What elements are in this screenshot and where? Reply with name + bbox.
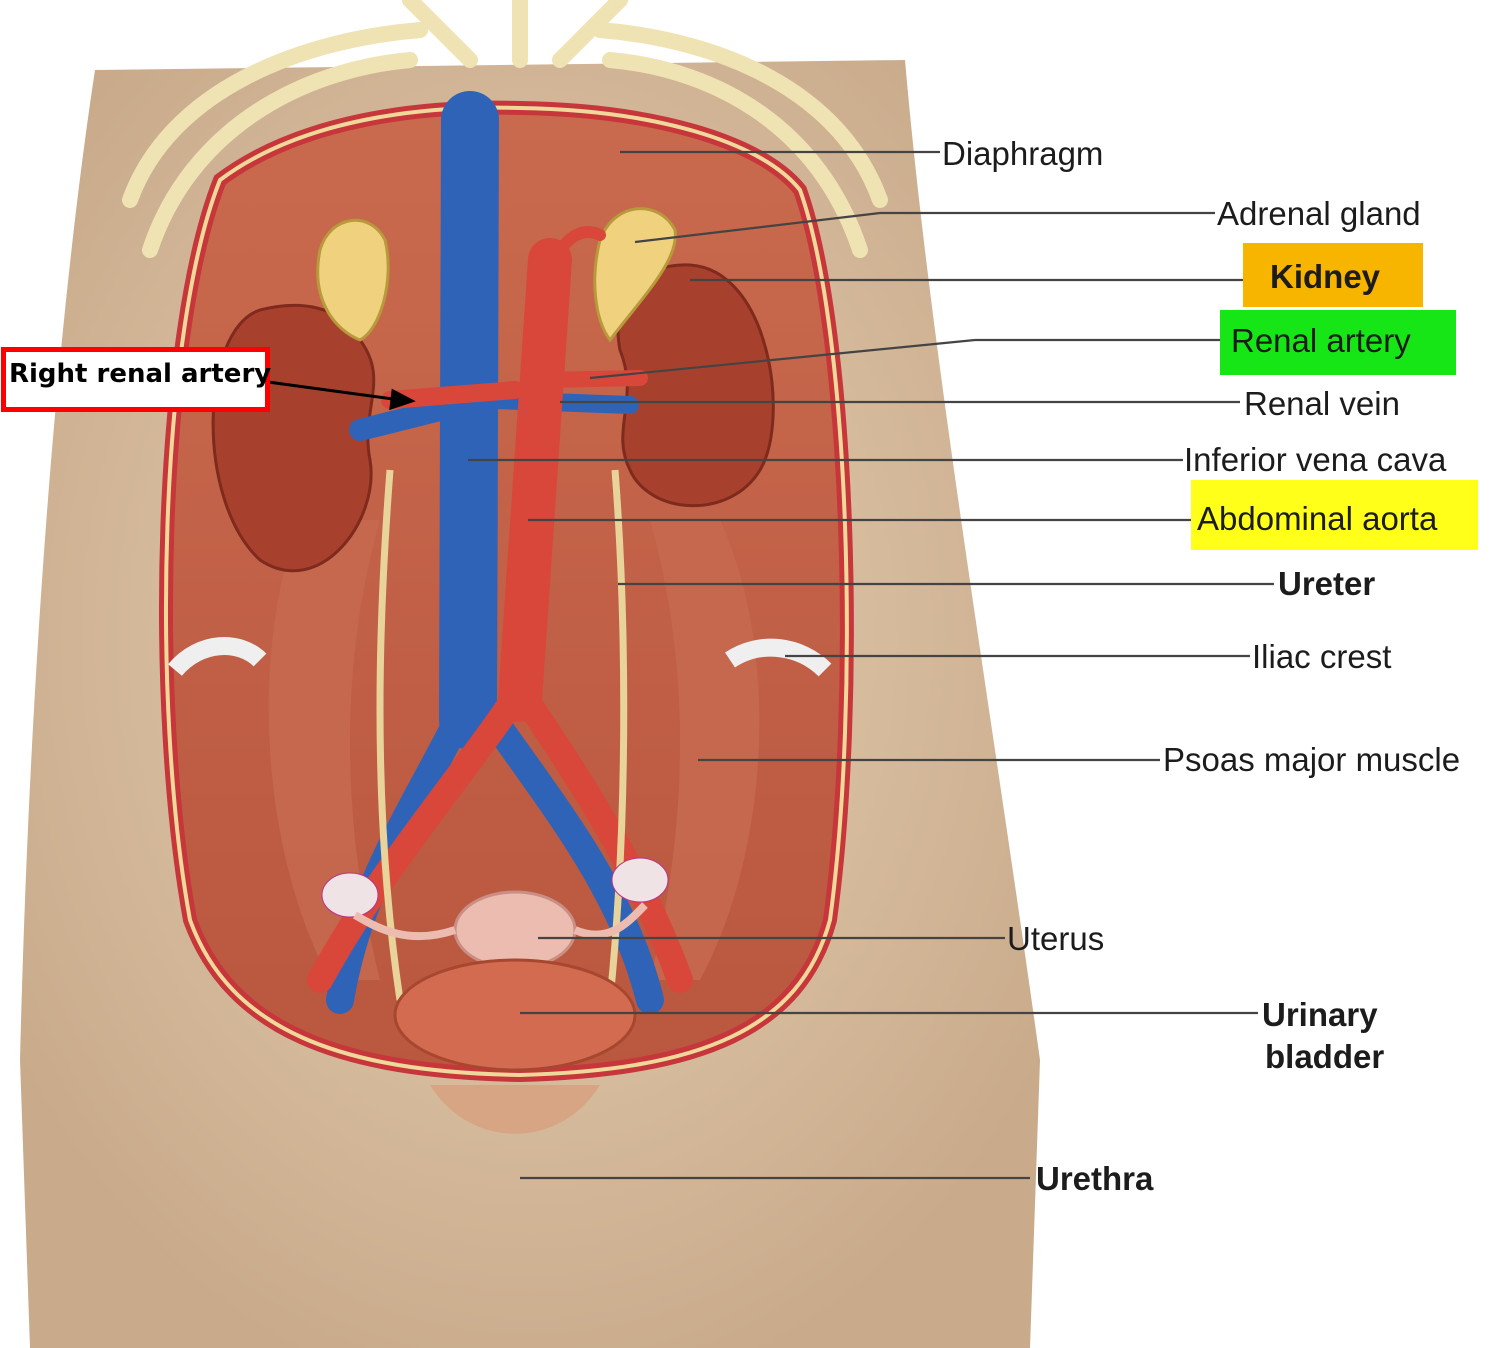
ureters (376, 469, 628, 1001)
label-renal-vein: Renal vein (1244, 385, 1400, 422)
label-inferior-vena-cava: Inferior vena cava (1184, 441, 1447, 478)
abdominal-aorta-highlight (1191, 480, 1478, 550)
adrenal-right (316, 218, 390, 342)
leader-lines (468, 150, 1274, 1180)
label-ureter: Ureter (1278, 565, 1376, 602)
kidney-highlight (1243, 243, 1423, 307)
label-diaphragm: Diaphragm (942, 135, 1104, 172)
label-urinary-bladder-line1: Urinary (1262, 996, 1378, 1033)
uterus (453, 890, 577, 970)
urinary-bladder (393, 958, 637, 1072)
label-iliac-crest: Iliac crest (1252, 638, 1392, 675)
label-kidney: Kidney (1270, 258, 1381, 295)
renal-artery-highlight (1220, 310, 1456, 375)
arterial-system (307, 226, 693, 993)
callout-right-renal-artery: Right renal artery (9, 359, 272, 389)
rib-cage (122, 0, 888, 258)
psoas-left (268, 520, 380, 980)
label-renal-artery: Renal artery (1231, 322, 1411, 359)
callout-arrow (267, 380, 416, 411)
label-psoas-major-muscle: Psoas major muscle (1163, 741, 1461, 778)
label-abdominal-aorta: Abdominal aorta (1197, 500, 1438, 537)
label-adrenal-gland: Adrenal gland (1217, 195, 1421, 232)
label-uterus: Uterus (1007, 920, 1105, 957)
right-renal-artery-callout-box (1, 347, 270, 412)
psoas-right (650, 520, 760, 980)
adrenal-left (593, 207, 677, 343)
kidney-right (211, 304, 376, 573)
label-urinary-bladder-line2: bladder (1265, 1038, 1385, 1075)
label-urethra: Urethra (1036, 1160, 1154, 1197)
